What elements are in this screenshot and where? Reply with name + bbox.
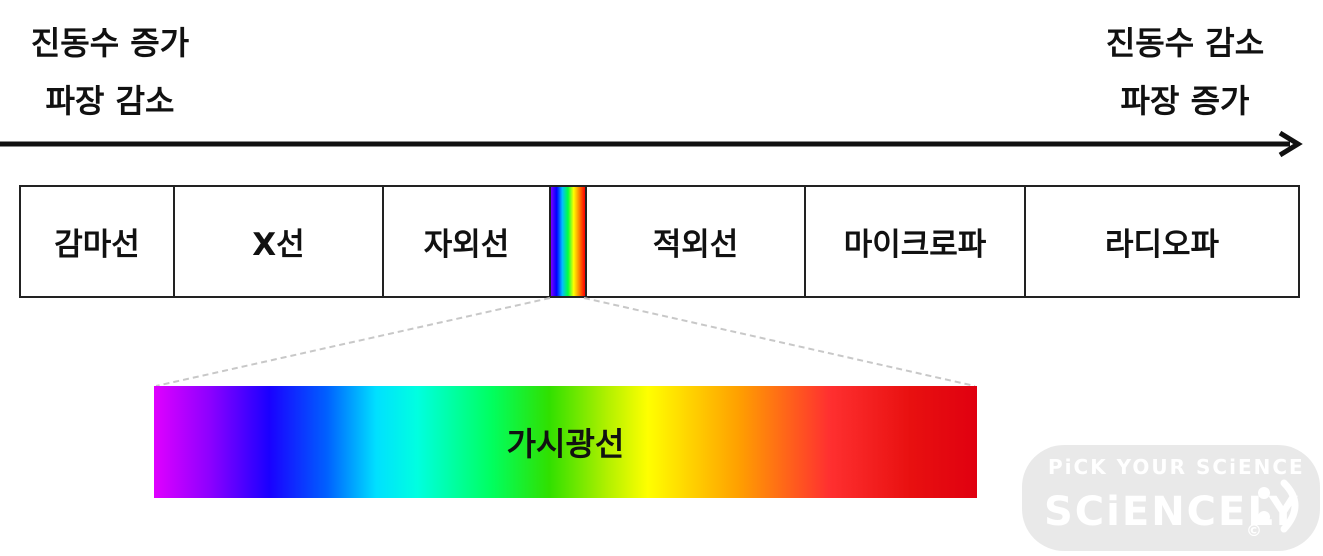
band-ultraviolet-label: 자외선 [423,227,510,263]
band-ultraviolet: 자외선 [382,185,551,298]
band-radio-wave: 라디오파 [1024,185,1300,298]
band-microwave: 마이크로파 [804,185,1026,298]
watermark-tagline: PiCK YOUR SCiENCE [1048,455,1305,479]
band-x-ray-label: X선 [252,227,305,263]
band-radio-wave-label: 라디오파 [1104,227,1220,263]
wavelength-increase-text: 파장 증가 [1120,82,1250,120]
frequency-increase-text: 진동수 증가 [30,24,190,62]
zoom-line-right [583,297,976,387]
band-gamma-ray: 감마선 [19,185,175,298]
band-gamma-ray-label: 감마선 [54,227,140,263]
visible-light-label: 가시광선 [506,425,625,463]
band-infrared: 적외선 [585,185,806,298]
band-x-ray: X선 [173,185,384,298]
band-microwave-label: 마이크로파 [843,227,987,263]
wavelength-decrease-text: 파장 감소 [45,82,175,120]
left-direction-label: 진동수 증가 파장 감소 [20,14,200,130]
copyright-mark: © [1246,521,1262,540]
band-infrared-label: 적외선 [652,227,739,263]
sciencely-watermark: PiCK YOUR SCiENCE SCiENCELY © [1022,445,1320,551]
visible-light-spectrum: 가시광선 [154,386,977,498]
zoom-line-left [155,297,551,387]
smiley-icon [1258,479,1299,533]
spectrum-direction-arrow [0,130,1303,158]
watermark-brand: SCiENCELY [1044,489,1300,535]
frequency-decrease-text: 진동수 감소 [1105,24,1265,62]
right-direction-label: 진동수 감소 파장 증가 [1090,14,1280,130]
arrow-head [1278,130,1303,158]
electromagnetic-spectrum-bar: 감마선 X선 자외선 적외선 마이크로파 라디오파 [19,185,1300,298]
band-visible-light [549,185,587,298]
